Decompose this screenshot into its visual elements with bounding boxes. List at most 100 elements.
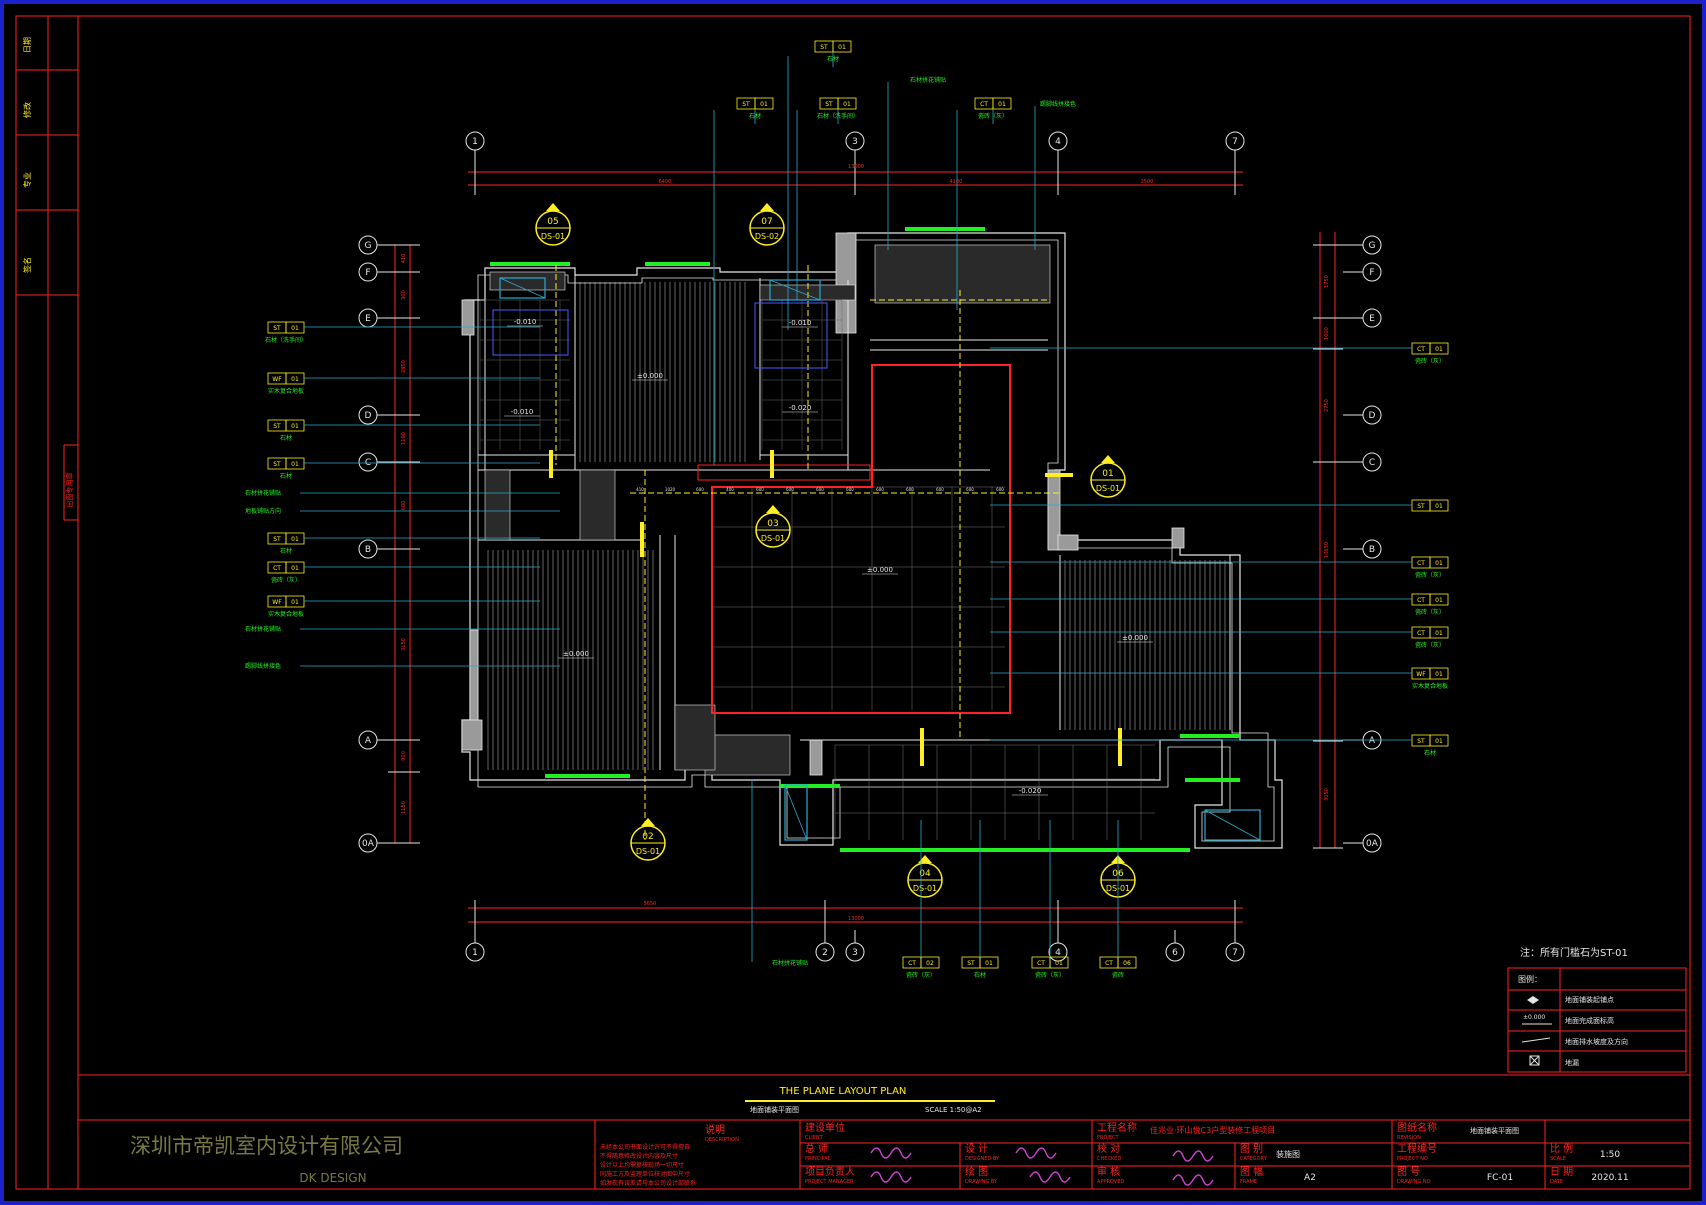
threshold-marker — [920, 728, 924, 766]
interior-dim: 600 — [906, 487, 914, 492]
left-material-tag-num: 01 — [291, 565, 299, 572]
left-strip-label: 修改 — [22, 102, 32, 118]
fixture-ac-unit — [1204, 809, 1261, 841]
title-project-value: 佳兆业·环山悦C3户型装修工程项目 — [1150, 1125, 1275, 1135]
title-cell-en: FRAME — [1240, 1179, 1257, 1185]
bottom-material-tag-material: 瓷砖（灰） — [906, 971, 936, 979]
wall — [461, 719, 483, 751]
interior-dim: 600 — [846, 487, 854, 492]
left-material-tag-material: 石材 — [280, 434, 292, 442]
title-cell-en: DESIGNED BY — [965, 1156, 1000, 1162]
axis-left-label: D — [365, 411, 372, 421]
legend-slope-icon — [1521, 1037, 1551, 1043]
axis-right-label: G — [1369, 241, 1376, 251]
title-cell-label: 审 核 — [1097, 1165, 1120, 1178]
title-cell-label: 图 号 — [1397, 1166, 1420, 1178]
floor-level-label: -0.020 — [789, 404, 812, 412]
left-material-tag-material: 石材（洗手间） — [265, 336, 307, 344]
section-callout-number: 02 — [642, 832, 653, 842]
wall — [1171, 527, 1185, 549]
axis-bottom-label: 4 — [1055, 948, 1061, 958]
title-frame-value: A2 — [1304, 1173, 1316, 1183]
right-material-tag-num: 01 — [1435, 671, 1443, 678]
fixture-ac-unit — [769, 279, 821, 301]
signature — [1029, 1171, 1071, 1183]
threshold-marker — [1118, 728, 1122, 766]
bottom-material-tag-box — [1049, 956, 1069, 969]
section-callout-sheet: DS-01 — [636, 847, 660, 856]
wall — [1047, 469, 1061, 551]
axis-right-label: B — [1369, 545, 1375, 555]
left-material-tag-num: 01 — [291, 423, 299, 430]
plan-scale: SCALE 1:50@A2 — [925, 1106, 982, 1114]
legend-item: 地面完成面标高 — [1565, 1016, 1614, 1025]
title-cell-en: PRINCIPAL — [805, 1156, 831, 1162]
section-callout-number: 01 — [1102, 469, 1113, 479]
top-material-tag-num: 01 — [843, 101, 851, 108]
top-material-tag-code: ST — [820, 44, 828, 51]
left-material-tag-material: 实木复合地板 — [268, 610, 304, 618]
right-material-tag-box — [1429, 342, 1449, 355]
fixture-ac-unit — [784, 784, 808, 841]
wall — [461, 299, 475, 336]
left-material-tag-num: 01 — [291, 325, 299, 332]
section-callout-arrow — [766, 505, 780, 513]
interior-dim: 600 — [876, 487, 884, 492]
section-callout-sheet: DS-01 — [1096, 484, 1120, 493]
axis-right-label: D — [1369, 411, 1376, 421]
dim-right-seg: 2750 — [1324, 399, 1330, 412]
signature — [870, 1171, 912, 1183]
floor-level-label: -0.010 — [789, 319, 812, 327]
right-material-tag-num: 01 — [1435, 630, 1443, 637]
right-material-tag-code: WF — [1416, 671, 1426, 678]
left-note: 踢脚线拼接色 — [245, 662, 281, 670]
title-desc-line: 设计以上均需复核现场一切尺寸 — [600, 1161, 684, 1169]
dim-right-seg: 10650 — [1324, 542, 1330, 558]
axis-top-label: 1 — [472, 137, 478, 147]
title-cell-label: 校 对 — [1097, 1142, 1120, 1155]
axis-left-label: F — [365, 268, 370, 278]
dim-left-seg: 2850 — [401, 360, 407, 373]
title-cell-label: 项目负责人 — [805, 1165, 855, 1178]
title-cell-label: 设 计 — [965, 1142, 988, 1155]
title-cell-en: DRAWING BY — [965, 1179, 998, 1185]
right-material-tag-num: 01 — [1435, 503, 1443, 510]
axis-bottom-label: 3 — [852, 948, 858, 958]
section-callout-number: 03 — [767, 519, 778, 529]
section-callout-arrow — [1101, 455, 1115, 463]
left-material-tag-code: WF — [272, 376, 282, 383]
floor-level-label: -0.020 — [1019, 787, 1042, 795]
title-client-label: 建设单位 — [805, 1121, 845, 1134]
title-drawing-label: 图纸名称 — [1397, 1121, 1437, 1134]
axis-top-label: 4 — [1055, 137, 1061, 147]
dim-bot-total: 13000 — [848, 916, 864, 922]
legend-frame — [1507, 967, 1687, 1073]
floor-level-label: -0.010 — [514, 318, 537, 326]
right-material-tag-material: 瓷砖（灰） — [1415, 571, 1445, 579]
title-cell-label: 图 幅 — [1240, 1165, 1263, 1178]
interior-dim: 600 — [756, 487, 764, 492]
legend-drain-icon — [1529, 1055, 1540, 1066]
interior-dim: 600 — [816, 487, 824, 492]
bottom-material-tag-code: CT — [908, 960, 916, 967]
interior-dim: 600 — [966, 487, 974, 492]
left-material-tag-material: 瓷砖（灰） — [271, 576, 301, 584]
legend-drain-icon — [1529, 1055, 1540, 1066]
living-floor-boundary — [711, 364, 1011, 714]
dim-left-seg: 900 — [401, 751, 407, 761]
right-material-tag-material: 瓷砖（灰） — [1415, 357, 1445, 365]
legend-item: 地漏 — [1565, 1058, 1579, 1067]
left-material-tag-code: ST — [273, 423, 281, 430]
bottom-material-tag-box — [979, 956, 999, 969]
top-material-tag-code: CT — [980, 101, 988, 108]
title-cell-en: SCALE — [1550, 1156, 1566, 1162]
bottom-material-tag-num: 02 — [926, 960, 934, 967]
title-cell-en: CATEGORY — [1240, 1156, 1268, 1162]
left-material-tag-code: ST — [273, 536, 281, 543]
bottom-material-tag-box — [1117, 956, 1137, 969]
interior-dim: 600 — [696, 487, 704, 492]
left-material-tag-box — [285, 321, 305, 334]
signature — [1015, 1147, 1057, 1159]
legend-level-sample: ±0.000 — [1523, 1014, 1545, 1021]
